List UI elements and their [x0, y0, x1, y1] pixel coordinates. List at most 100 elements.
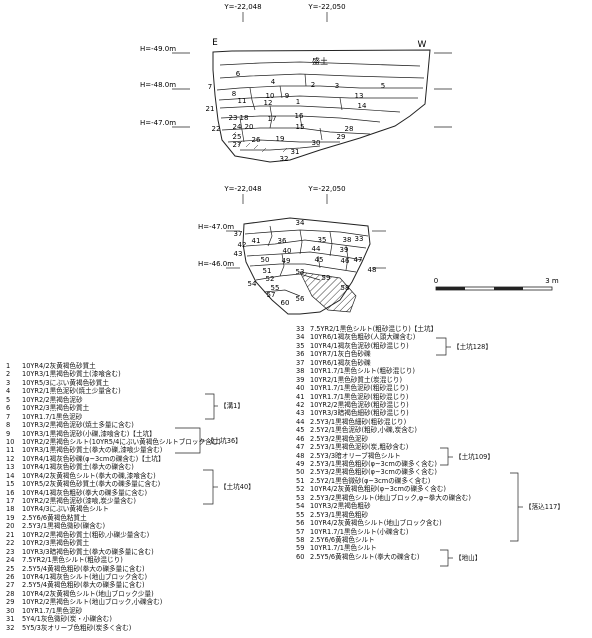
legend-text: 10YR6/1褐灰色砂礫 [310, 358, 371, 367]
legend-text: 10YR4/1褐灰色シルト(地山ブロック含む) [22, 572, 148, 581]
group-brackets [175, 337, 523, 567]
legend-text: 10YR2/1黒色砂質土(炭混じり) [310, 375, 403, 384]
upper-dir-east: E [212, 38, 218, 48]
layer-label-56: 56 [296, 295, 305, 303]
legend-row: 26 10YR4/1褐灰色シルト(地山ブロック含む) [6, 573, 221, 581]
legend-num: 26 [6, 572, 15, 581]
legend-text: 10YR2/2黒褐色シルト(10YR5/4にぶい黄褐色シルトブロック含む) [22, 437, 221, 446]
layer-label-28: 28 [345, 125, 354, 133]
legend-num: 32 [6, 623, 15, 632]
legend-num: 25 [6, 564, 15, 573]
layer-label-33: 33 [355, 235, 364, 243]
lower-height-47: H=-47.0m [198, 223, 234, 231]
layer-label-15: 15 [296, 123, 305, 131]
layer-label-34: 34 [296, 219, 305, 227]
legend-text: 10YR2/3黒褐色砂質土 [22, 539, 90, 548]
legend-num: 38 [296, 367, 305, 376]
legend-text: 2.5Y3/1黒褐色微砂(礫含む) [22, 522, 106, 531]
layer-label-22: 22 [212, 125, 221, 133]
upper-coord-left: Y=-22,048 [223, 3, 261, 11]
layer-label-57: 57 [267, 291, 276, 299]
legend-text: 10YR4/1褐灰色砂礫(φ~3cmの礫含む)【土坑】 [22, 454, 165, 463]
lower-coord-left: Y=-22,048 [223, 185, 261, 193]
legend-text: 10YR2/2黒褐色泥砂(粗砂混じり) [310, 400, 409, 409]
legend-text: 10YR1.7/1黒色泥砂 [22, 412, 83, 421]
legend-num: 1 [6, 362, 11, 370]
lower-section: Y=-22,048 Y=-22,050 H=-47.0m H=-46.0m [198, 185, 386, 315]
legend-row: 5 10YR2/2黒褐色泥砂 [6, 396, 221, 404]
legend-text: 10YR3/3暗褐色細砂(粗砂混じり) [310, 409, 409, 418]
legend-text: 5Y4/1灰色微砂(炭・小礫含む) [22, 615, 112, 624]
layer-label-21: 21 [206, 105, 215, 113]
layer-label-36: 36 [278, 237, 287, 245]
legend-text: 10YR4/2灰黄褐色シルト(地山ブロック少量) [22, 589, 154, 598]
upper-height-48: H=-48.0m [140, 81, 176, 89]
legend-num: 28 [6, 589, 15, 598]
layer-label-20: 20 [245, 123, 254, 131]
group-label-natural-ground: 【地山】 [455, 554, 482, 562]
layer-label-40: 40 [283, 247, 292, 255]
lower-coord-right: Y=-22,050 [307, 185, 345, 193]
legend-num: 43 [296, 409, 305, 418]
layer-label-18: 18 [240, 114, 249, 122]
legend-text: 10YR3/1黒褐色砂質土(漆喰含む) [22, 370, 121, 379]
upper-section: Y=-22,048 Y=-22,050 E W H=-49.0m H=-48.0… [140, 3, 452, 163]
layer-label-39: 39 [340, 246, 349, 254]
legend-num: 47 [296, 443, 305, 452]
layer-label-51: 51 [263, 267, 272, 275]
layer-label-46: 46 [341, 257, 350, 265]
layer-label-13: 13 [355, 92, 364, 100]
legend-text: 2.5Y6/6黄褐色シルト [310, 535, 375, 544]
group-label-fill-117: 【落込117】 [525, 503, 564, 511]
legend-text: 7.5YR2/1黒色シルト(粗砂混じり) [22, 556, 123, 565]
layer-label-2: 2 [311, 81, 315, 89]
legend-num: 8 [6, 421, 11, 430]
legend-text: 10YR2/2黒褐色泥砂 [22, 395, 83, 404]
lower-height-46: H=-46.0m [198, 260, 234, 268]
legend-text: 10YR5/2灰黄褐色砂質土(拳大の礫多量に含む) [22, 480, 161, 489]
lower-natural-ground-hatch [299, 271, 357, 313]
scale-label-max: 3 m [545, 277, 559, 285]
legend-num: 39 [296, 375, 305, 384]
legend-num: 5 [6, 395, 11, 404]
legend-text: 5Y5/3灰オリーブ色粗砂(炭多く含む) [22, 623, 132, 632]
legend-text: 10YR2/2黒褐色泥砂(漆喰,炭少量含む) [22, 497, 136, 505]
legend-num: 22 [6, 539, 15, 548]
layer-label-53: 53 [296, 268, 305, 276]
legend-text: 10YR4/3にぶい黄褐色シルト [22, 505, 109, 514]
legend-text: 10YR2/3黒褐色砂質土 [22, 404, 90, 413]
legend-text: 10YR3/2黒褐色泥砂(焼土多量に含む) [22, 421, 134, 430]
upper-dir-west: W [418, 40, 427, 50]
legend-text: 10YR2/2黒褐色シルト(地山ブロック,小礫含む) [22, 598, 163, 607]
layer-label-7: 7 [208, 83, 212, 91]
legend-num: 4 [6, 387, 11, 396]
legend-text: 10YR4/2灰黄褐色シルト(地山ブロック含む) [310, 519, 442, 528]
legend-text: 2.5Y3/1黒褐色粗砂(φ~3cmの礫多く含む) [310, 460, 437, 468]
layer-label-45: 45 [315, 256, 324, 264]
legend-num: 13 [6, 463, 15, 472]
legend-text: 2.5Y5/4黄褐色粗砂(拳大の礫多量に含む) [22, 581, 145, 590]
legend-num: 44 [296, 417, 305, 426]
layer-label-27: 27 [233, 141, 242, 149]
legend-num: 11 [6, 446, 15, 455]
legend-num: 14 [6, 471, 15, 480]
scale-label-zero: 0 [434, 277, 438, 285]
legend-num: 35 [296, 341, 305, 350]
layer-label-35: 35 [318, 236, 327, 244]
legend-num: 12 [6, 454, 15, 463]
legend-row: 43 10YR3/3暗褐色細砂(粗砂混じり) [296, 409, 471, 417]
legend-num: 33 [296, 325, 305, 333]
layer-label-42: 42 [238, 241, 247, 249]
legend-num: 16 [6, 488, 15, 497]
